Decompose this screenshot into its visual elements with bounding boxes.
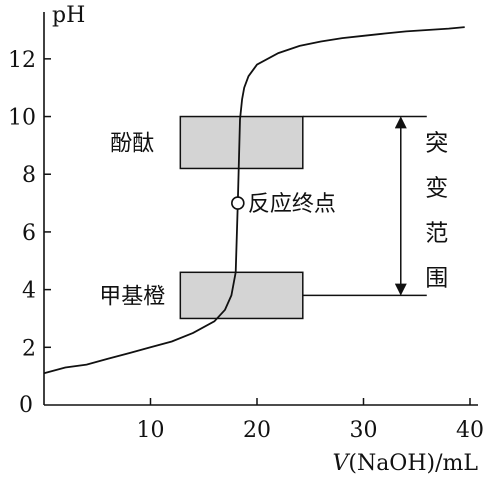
phenolphthalein-label: 酚酞 — [110, 132, 154, 157]
x-axis-title: V(NaOH)/mL — [332, 451, 478, 476]
methyl-orange-range-box — [179, 271, 304, 320]
x-tick-label: 30 — [350, 418, 378, 443]
y-tick-label: 2 — [22, 336, 36, 361]
origin-label: 0 — [19, 393, 33, 418]
y-tick-label: 4 — [22, 279, 36, 304]
equivalence-point-label: 反应终点 — [248, 192, 336, 217]
jump-range-label-char: 突 — [425, 131, 448, 157]
x-axis-title-var: V — [332, 451, 350, 476]
titration-curve — [43, 26, 465, 375]
methyl-orange-label: 甲基橙 — [99, 284, 165, 309]
jump-range-label-char: 变 — [425, 175, 448, 201]
y-ticks: 2 4 6 8 10 12 — [8, 48, 51, 361]
x-axis-title-rest: (NaOH)/mL — [348, 451, 478, 476]
x-tick-label: 40 — [456, 418, 484, 443]
x-tick-label: 10 — [137, 418, 165, 443]
y-tick-label: 10 — [8, 106, 36, 131]
jump-range-label-char: 范 — [425, 220, 448, 246]
y-tick-label: 8 — [22, 163, 36, 188]
y-tick-label: 12 — [8, 48, 36, 73]
x-tick-label: 20 — [243, 418, 271, 443]
y-tick-label: 6 — [22, 221, 36, 246]
phenolphthalein-range-box — [179, 115, 304, 170]
jump-range-label-char: 围 — [425, 265, 448, 291]
y-axis-title: pH — [52, 3, 85, 28]
equivalence-point-marker — [231, 196, 245, 210]
x-ticks: 10 20 30 40 — [137, 398, 484, 443]
